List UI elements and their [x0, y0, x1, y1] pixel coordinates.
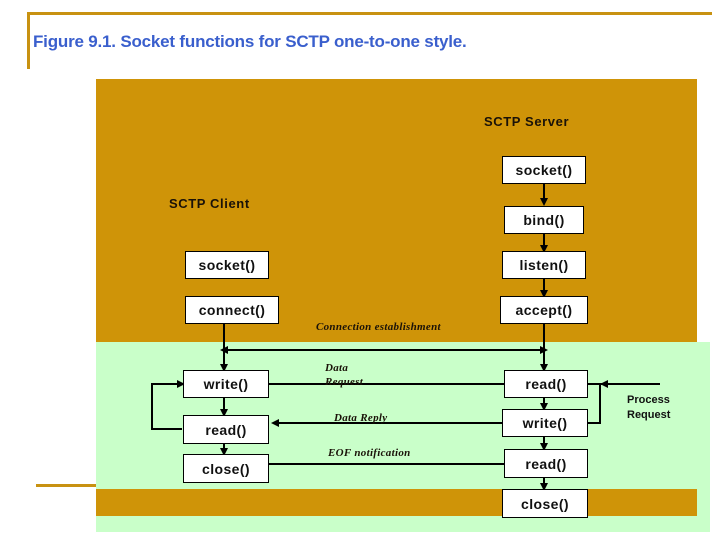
- client-step-connect[interactable]: connect(): [185, 296, 279, 324]
- client-step-close[interactable]: close(): [183, 454, 269, 483]
- footer-left-rule: [36, 484, 96, 487]
- gold-band-bottom: [96, 489, 697, 516]
- title-top-rule: [27, 12, 712, 15]
- figure-title: Figure 9.1. Socket functions for SCTP on…: [33, 32, 467, 51]
- annotation-data-reply: Data Reply: [334, 412, 388, 424]
- client-step-socket[interactable]: socket(): [185, 251, 269, 279]
- server-column-heading: SCTP Server: [484, 114, 570, 129]
- annotation-process-request-line2: Request: [627, 409, 671, 421]
- annotation-data-request-line2: Request: [325, 376, 364, 388]
- server-step-write[interactable]: write(): [502, 409, 588, 437]
- server-step-close[interactable]: close(): [502, 489, 588, 518]
- annotation-process-request-line1: Process: [627, 394, 670, 406]
- client-step-write[interactable]: write(): [183, 370, 269, 398]
- annotation-connection-establishment: Connection establishment: [316, 321, 441, 333]
- server-step-read-1[interactable]: read(): [504, 370, 588, 398]
- client-step-read[interactable]: read(): [183, 415, 269, 444]
- server-step-listen[interactable]: listen(): [502, 251, 586, 279]
- title-left-rule: [27, 12, 30, 69]
- client-column-heading: SCTP Client: [169, 196, 250, 211]
- annotation-eof-notification: EOF notification: [328, 447, 411, 459]
- server-step-socket[interactable]: socket(): [502, 156, 586, 184]
- annotation-data-request-line1: Data: [325, 362, 349, 374]
- server-step-read-2[interactable]: read(): [504, 449, 588, 478]
- server-step-bind[interactable]: bind(): [504, 206, 584, 234]
- server-step-accept[interactable]: accept(): [500, 296, 588, 324]
